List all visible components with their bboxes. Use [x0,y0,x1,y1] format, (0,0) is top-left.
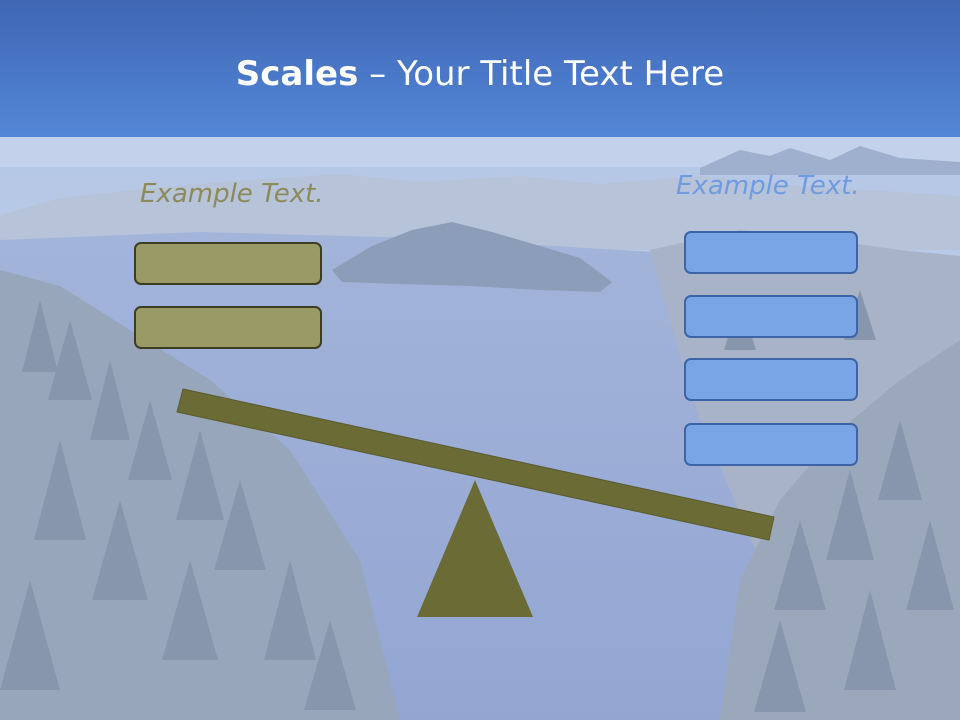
title-rest-text: – Your Title Text Here [358,54,725,94]
right-text-box-4 [684,423,858,466]
right-text-box-1 [684,231,858,274]
right-text-box-3 [684,358,858,401]
right-example-text: Example Text. [676,171,860,201]
left-example-text: Example Text. [140,179,324,209]
title-bar [0,0,960,137]
right-text-box-2 [684,295,858,338]
slide-title: Scales – Your Title Text Here [0,52,960,96]
title-bold-text: Scales [235,54,359,94]
left-text-box-2 [134,306,322,349]
left-text-box-1 [134,242,322,285]
